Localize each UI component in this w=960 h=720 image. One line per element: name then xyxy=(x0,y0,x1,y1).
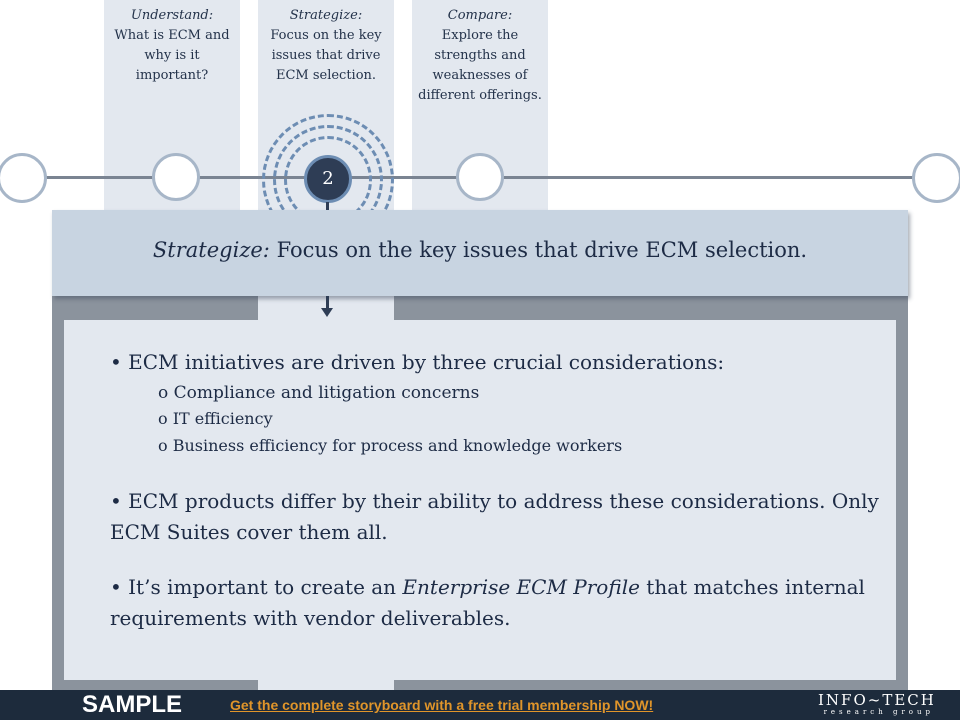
bullet-ecm-profile-prefix: • It’s important to create an xyxy=(110,575,403,599)
column-heading: Strategize: xyxy=(289,8,363,23)
connector-stem xyxy=(326,202,329,214)
column-heading: Compare: xyxy=(447,8,513,23)
arrow-down-icon xyxy=(321,308,333,317)
bullet-ecm-profile: • It’s important to create an Enterprise… xyxy=(110,572,890,634)
connector-stem-lower xyxy=(326,296,329,310)
bullet-considerations: • ECM initiatives are driven by three cr… xyxy=(110,350,725,374)
column-compare-text: Compare: Explore the strengths and weakn… xyxy=(412,0,548,106)
banner-body: Focus on the key issues that drive ECM s… xyxy=(269,238,808,262)
sub-item-it-efficiency: o IT efficiency xyxy=(158,409,273,428)
sample-label: SAMPLE xyxy=(82,691,183,718)
column-body: Explore the strengths and weaknesses of … xyxy=(418,28,542,103)
column-heading: Understand: xyxy=(130,8,214,23)
banner-title: Strategize: Focus on the key issues that… xyxy=(52,238,908,262)
column-body: What is ECM and why is it important? xyxy=(114,28,230,83)
section-banner: Strategize: Focus on the key issues that… xyxy=(52,210,908,296)
trial-membership-link[interactable]: Get the complete storyboard with a free … xyxy=(230,697,654,713)
bullet-ecm-profile-suffix: that matches internal requirements with … xyxy=(110,575,865,630)
column-strategize-text: Strategize: Focus on the key issues that… xyxy=(258,0,394,86)
content-panel: • ECM initiatives are driven by three cr… xyxy=(64,320,896,680)
timeline-node-compare[interactable] xyxy=(456,153,504,201)
column-body: Focus on the key issues that drive ECM s… xyxy=(270,28,382,83)
sub-item-compliance: o Compliance and litigation concerns xyxy=(158,383,480,403)
column-understand-text: Understand: What is ECM and why is it im… xyxy=(104,0,240,86)
banner-label: Strategize: xyxy=(152,238,270,262)
timeline-node-understand[interactable] xyxy=(152,153,200,201)
bullet-products-differ: • ECM products differ by their ability t… xyxy=(110,489,879,544)
sub-item-business-efficiency: o Business efficiency for process and kn… xyxy=(158,436,623,455)
timeline-node-end xyxy=(912,153,960,203)
timeline-node-strategize-active[interactable]: 2 xyxy=(304,155,352,203)
footer-bar: SAMPLE Get the complete storyboard with … xyxy=(0,690,960,720)
bullet-ecm-profile-emphasis: Enterprise ECM Profile xyxy=(402,575,640,599)
timeline-node-start xyxy=(0,153,47,203)
logo-wordmark: INFO~TECH xyxy=(818,691,936,709)
logo-tagline: research group xyxy=(823,708,934,716)
infotech-logo: INFO~TECH research group xyxy=(818,692,934,718)
